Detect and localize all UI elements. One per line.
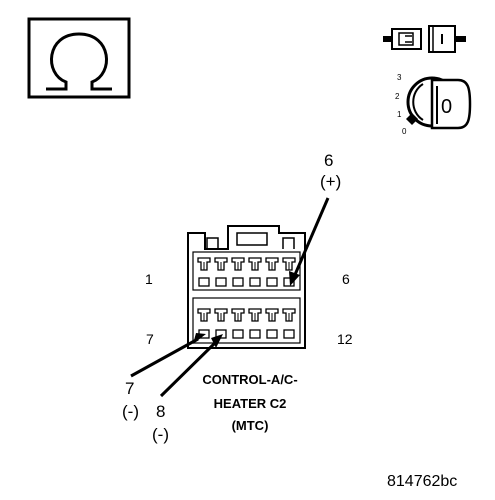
pin-label-7: 7 (146, 331, 154, 347)
callout-polarity-8: (-) (152, 425, 169, 444)
disconnected-connector-icon (383, 25, 466, 53)
callout-pin-7: 7 (125, 379, 134, 398)
bottom-terminal-row (197, 308, 296, 339)
callout-pin-6: 6 (324, 151, 333, 170)
pin-label-12: 12 (337, 331, 353, 347)
pin-label-1: 1 (145, 271, 153, 287)
pin-label-6: 6 (342, 271, 350, 287)
callout-polarity-6: (+) (320, 172, 341, 191)
top-terminal-row (197, 257, 296, 287)
terminal-cavity-6 (282, 257, 296, 287)
callout-arrow-pin-8 (159, 334, 223, 398)
terminal-cavity-9 (231, 308, 245, 339)
terminal-cavity-12 (282, 308, 296, 339)
figure-id: 814762bc (387, 473, 457, 490)
terminal-cavity-4 (248, 257, 262, 287)
callout-pin-8: 8 (156, 402, 165, 421)
callout-polarity-7: (-) (122, 402, 139, 421)
terminal-cavity-2 (214, 257, 228, 287)
callout-arrow-pin-7 (130, 333, 206, 378)
ignition-key-icon: 3 2 1 0 0 (395, 73, 472, 136)
connector-name-line-2: HEATER C2 (214, 396, 287, 411)
terminal-cavity-8 (214, 308, 228, 339)
terminal-cavity-1 (197, 257, 211, 287)
connector-c2 (187, 225, 306, 349)
key-position-label: 0 (441, 96, 452, 118)
ignition-position-0: 0 (402, 127, 407, 136)
terminal-cavity-11 (265, 308, 279, 339)
terminal-cavity-3 (231, 257, 245, 287)
ignition-position-1: 1 (397, 110, 402, 119)
connector-name-line-1: CONTROL-A/C- (202, 372, 297, 387)
connector-name-line-3: (MTC) (232, 418, 269, 433)
ohmmeter-icon (27, 17, 131, 99)
ignition-position-3: 3 (397, 73, 402, 82)
callout-arrow-pin-6 (289, 197, 330, 286)
terminal-cavity-10 (248, 308, 262, 339)
ignition-position-2: 2 (395, 92, 400, 101)
terminal-cavity-5 (265, 257, 279, 287)
